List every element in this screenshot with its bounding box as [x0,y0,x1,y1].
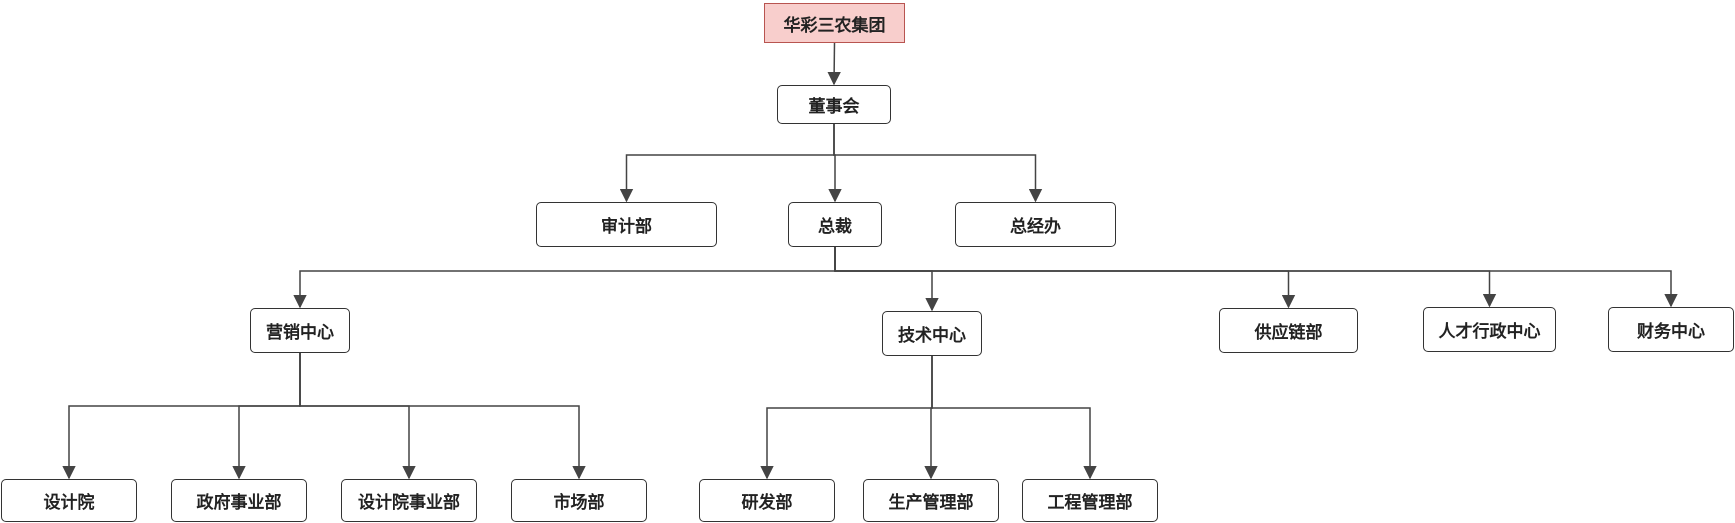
connector-ceo-supply [834,247,1296,309]
node-finance[interactable]: 财务中心 [1608,307,1734,352]
node-marketing[interactable]: 营销中心 [250,308,350,353]
connector-ceo-finance [834,247,1678,308]
node-rd[interactable]: 研发部 [699,479,835,522]
node-tech[interactable]: 技术中心 [882,311,982,356]
node-gm-office[interactable]: 总经办 [955,202,1116,247]
node-hr-admin[interactable]: 人才行政中心 [1423,307,1556,352]
node-ceo[interactable]: 总裁 [788,202,882,247]
connector-marketing-gov_biz [232,353,301,480]
node-engineering-management[interactable]: 工程管理部 [1022,479,1158,522]
connector-marketing-design_biz [299,353,416,480]
connector-marketing-design_inst [62,353,301,480]
node-board[interactable]: 董事会 [777,85,891,124]
node-market[interactable]: 市场部 [511,479,647,522]
connector-ceo-tech [834,247,939,312]
connector-marketing-market [299,353,586,480]
connector-board-gm_office [833,124,1043,203]
node-design-institute-business[interactable]: 设计院事业部 [341,479,477,522]
node-government-business[interactable]: 政府事业部 [171,479,307,522]
connector-ceo-hr_admin [834,247,1497,308]
connector-tech-rd [760,356,933,480]
connector-board-audit [619,124,835,203]
node-audit[interactable]: 审计部 [536,202,717,247]
node-production-management[interactable]: 生产管理部 [863,479,999,522]
connector-ceo-marketing [293,247,836,309]
node-group[interactable]: 华彩三农集团 [764,3,905,43]
node-supply[interactable]: 供应链部 [1219,308,1358,353]
node-design-institute[interactable]: 设计院 [1,479,137,522]
connector-tech-engineering [931,356,1097,480]
connector-group-board [827,42,841,86]
